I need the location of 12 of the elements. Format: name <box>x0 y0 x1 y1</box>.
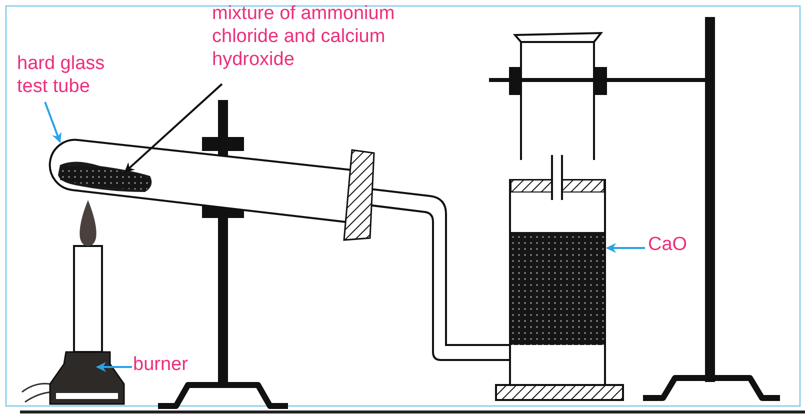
label-text: hard glass test tube <box>17 52 106 98</box>
leader-line <box>606 243 645 253</box>
label-text: CaO <box>648 233 688 256</box>
leader-line <box>44 102 62 143</box>
label-text: mixture of ammonium chloride and calcium hydroxide <box>212 2 396 71</box>
lime-granules-drawing <box>511 232 604 345</box>
powder-drawing <box>58 162 152 192</box>
burner-drawing <box>21 200 125 405</box>
test-tube-drawing <box>48 138 375 241</box>
leader-line <box>124 83 223 173</box>
label-text: burner <box>133 353 189 376</box>
leader-line <box>96 362 132 372</box>
